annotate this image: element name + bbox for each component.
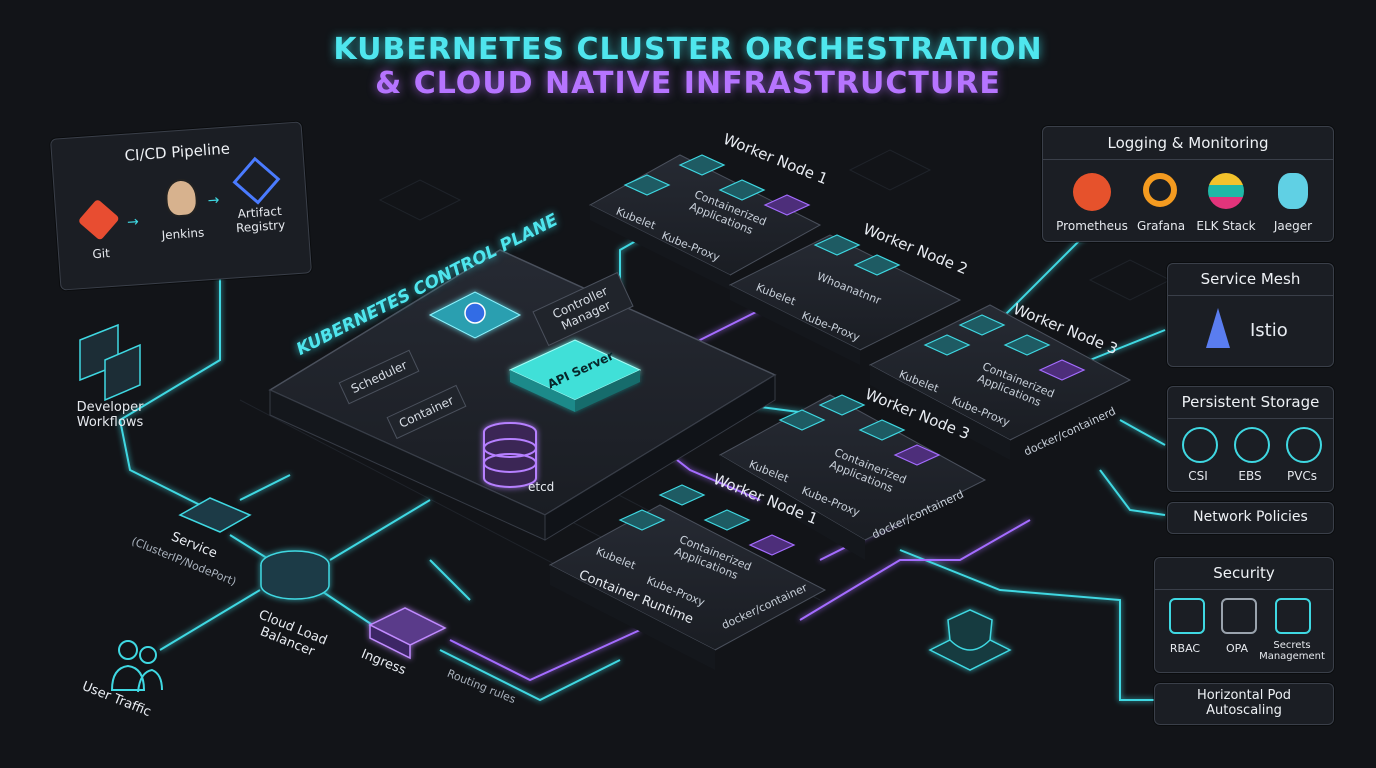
jenkins-icon: [164, 177, 199, 219]
logging-panel: Logging & Monitoring Prometheus Grafana …: [1042, 126, 1334, 242]
hpa-title: Horizontal Pod Autoscaling: [1196, 688, 1292, 718]
csi-label: CSI: [1188, 469, 1208, 483]
etcd-cylinder: [483, 422, 537, 488]
line-lb-cp: [329, 499, 431, 561]
csi-icon: [1182, 427, 1218, 463]
storage-panel: Persistent Storage CSI EBS PVCs: [1167, 386, 1334, 492]
ebs-label: EBS: [1238, 469, 1262, 483]
line-service-lb: [229, 534, 271, 561]
line-netpol: [1099, 469, 1166, 516]
security-shield-3d: [928, 609, 1012, 671]
etcd-label: etcd: [528, 480, 555, 494]
artifact-registry-icon: [232, 156, 281, 205]
ingress-icon: [368, 607, 447, 660]
ebs-icon: [1234, 427, 1270, 463]
grafana-label: Grafana: [1136, 219, 1186, 233]
user-traffic-icon: [110, 640, 163, 693]
opa-icon: [1221, 598, 1257, 634]
service-mesh-panel: Service Mesh Istio: [1167, 263, 1334, 367]
jaeger-label: Jaeger: [1273, 219, 1313, 233]
line-security: [899, 549, 1155, 701]
jenkins-label: Jenkins: [161, 225, 205, 243]
line-cicd-service: [118, 250, 221, 511]
line-service-cp: [239, 474, 291, 501]
secrets-label: Secrets Management: [1259, 640, 1325, 662]
line-left-ingress: [429, 559, 471, 601]
developer-icon: [79, 323, 141, 402]
line-runtime: [799, 519, 1031, 621]
hpa-panel: Horizontal Pod Autoscaling: [1154, 683, 1334, 725]
git-label: Git: [91, 246, 111, 262]
api-server-block: [508, 339, 642, 412]
security-panel: Security RBAC OPA Secrets Management: [1154, 557, 1334, 673]
logging-title: Logging & Monitoring: [1107, 134, 1269, 152]
network-policies-title: Network Policies: [1193, 509, 1308, 525]
pod-cubes-purple: [748, 194, 1086, 556]
istio-icon: [1206, 308, 1230, 348]
line-ingress-purple: [449, 629, 641, 682]
load-balancer-icon: [260, 550, 330, 600]
storage-title: Persistent Storage: [1181, 393, 1320, 411]
cicd-panel: CI/CD Pipeline Git Jenkins Artifact Regi…: [50, 121, 312, 291]
arrow-icon: →: [126, 214, 140, 231]
title-line-1: KUBERNETES CLUSTER ORCHESTRATION: [333, 32, 1043, 67]
artifact-label: Artifact Registry: [235, 204, 286, 236]
pvcs-icon: [1286, 427, 1322, 463]
opa-label: OPA: [1225, 642, 1249, 655]
line-ingress-worker: [439, 649, 621, 702]
security-title: Security: [1213, 564, 1275, 582]
jaeger-icon: [1278, 173, 1308, 209]
git-icon: [77, 198, 120, 241]
rbac-icon: [1169, 598, 1205, 634]
line-lb-ingress: [319, 589, 381, 631]
grafana-icon: [1143, 173, 1177, 207]
prometheus-label: Prometheus: [1056, 219, 1128, 233]
line-mesh: [1089, 329, 1166, 361]
pvcs-label: PVCs: [1286, 469, 1318, 483]
line-traffic-lb: [159, 589, 261, 651]
arrow-icon: →: [207, 192, 220, 210]
k8s-logo-block: [428, 291, 522, 339]
secrets-icon: [1275, 598, 1311, 634]
service-mesh-title: Service Mesh: [1200, 270, 1301, 288]
title-line-2: & CLOUD NATIVE INFRASTRUCTURE: [375, 66, 1001, 101]
pod-cubes: [618, 154, 1051, 531]
line-storage: [1119, 419, 1166, 446]
istio-label: Istio: [1250, 320, 1288, 341]
rbac-label: RBAC: [1169, 642, 1201, 655]
elk-label: ELK Stack: [1196, 219, 1256, 233]
elk-icon: [1208, 173, 1244, 209]
developer-workflows-label: Developer Workflows: [76, 400, 144, 430]
network-policies-panel: Network Policies: [1167, 502, 1334, 534]
cicd-title: CI/CD Pipeline: [123, 139, 231, 165]
service-icon: [178, 497, 252, 533]
prometheus-icon: [1073, 173, 1111, 211]
